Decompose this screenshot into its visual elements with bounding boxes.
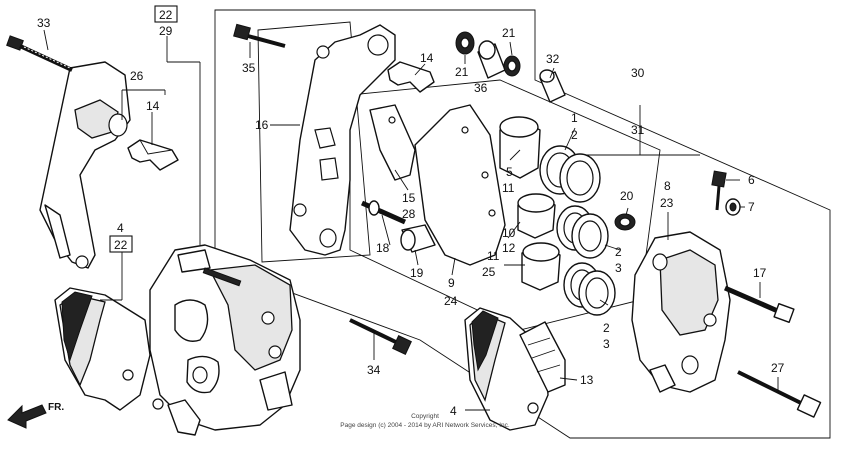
callout-8[interactable]: 8	[664, 179, 671, 193]
callout-25[interactable]: 25	[482, 265, 496, 279]
caliper-bracket-left[interactable]	[39, 61, 131, 269]
callout-12[interactable]: 12	[502, 241, 516, 255]
callout-19[interactable]: 19	[410, 266, 424, 280]
seal-21-b[interactable]	[503, 55, 521, 77]
callout-5[interactable]: 5	[506, 165, 513, 179]
piston-5[interactable]	[499, 116, 541, 179]
callout-4-center[interactable]: 4	[450, 404, 457, 418]
bleeder-valve-6[interactable]	[711, 170, 727, 211]
pin-18[interactable]	[360, 200, 407, 225]
bolt-33[interactable]	[6, 35, 73, 72]
piston-11[interactable]	[521, 242, 561, 291]
seal-2-3-bottom[interactable]	[563, 262, 616, 316]
callout-9[interactable]: 9	[448, 276, 455, 290]
callout-24[interactable]: 24	[444, 294, 458, 308]
callout-29[interactable]: 29	[159, 24, 173, 38]
pad-retainer-9[interactable]	[414, 104, 506, 266]
callout-3-bottom[interactable]: 3	[603, 337, 610, 351]
callout-15[interactable]: 15	[402, 191, 416, 205]
copyright-line2: Page design (c) 2004 - 2014 by ARI Netwo…	[340, 422, 510, 429]
callout-35[interactable]: 35	[242, 61, 256, 75]
copyright-notice: Copyright Page design (c) 2004 - 2014 by…	[340, 413, 510, 429]
callout-box-22-lower	[109, 235, 133, 253]
callout-16[interactable]: 16	[255, 118, 269, 132]
boot-32[interactable]	[539, 69, 566, 103]
caliper-body-right[interactable]	[631, 231, 731, 393]
callout-23[interactable]: 23	[660, 196, 674, 210]
bleeder-cap-7[interactable]	[725, 198, 741, 216]
callout-36[interactable]: 36	[474, 81, 488, 95]
seal-2-3-top[interactable]	[539, 145, 601, 203]
pad-spring-15[interactable]	[369, 104, 416, 181]
pad-shim-13[interactable]	[519, 321, 566, 393]
callout-18[interactable]: 18	[376, 241, 390, 255]
copyright-line1: Copyright	[411, 413, 439, 420]
callout-28[interactable]: 28	[402, 207, 416, 221]
pad-spring-14-center[interactable]	[387, 61, 435, 93]
callout-11-lower[interactable]: 11	[487, 249, 500, 263]
seal-21-a[interactable]	[455, 31, 475, 55]
callout-21-top[interactable]: 21	[502, 26, 516, 40]
callout-14-left[interactable]: 14	[146, 99, 160, 113]
bolt-27[interactable]	[737, 370, 822, 418]
callout-30[interactable]: 30	[631, 66, 645, 80]
seal-2-3-middle[interactable]	[556, 205, 609, 259]
callout-14-center[interactable]: 14	[420, 51, 434, 65]
callout-6[interactable]: 6	[748, 173, 755, 187]
pad-spring-14-left[interactable]	[127, 139, 179, 171]
callout-2-top[interactable]: 2	[571, 128, 578, 142]
group-outline-bracket	[257, 21, 371, 263]
callout-32[interactable]: 32	[546, 52, 560, 66]
pin-19[interactable]	[400, 224, 436, 253]
callout-4-left[interactable]: 4	[117, 221, 124, 235]
callout-2-bottom[interactable]: 2	[603, 321, 610, 335]
bolt-34[interactable]	[349, 318, 412, 355]
bolt-35[interactable]	[233, 23, 286, 48]
caliper-bracket-16[interactable]	[289, 24, 396, 256]
front-arrow-label: FR.	[48, 402, 64, 413]
callout-labels: 33 22 29 26 14 4 22 35 16 14 21 21 36 32…	[37, 5, 785, 418]
callout-21-lower[interactable]: 21	[455, 65, 469, 79]
callout-34[interactable]: 34	[367, 363, 381, 377]
bolt-17[interactable]	[724, 285, 795, 324]
piston-10[interactable]	[517, 193, 556, 239]
callout-20[interactable]: 20	[620, 189, 634, 203]
callout-26[interactable]: 26	[130, 69, 144, 83]
callout-2-middle[interactable]: 2	[615, 245, 622, 259]
front-direction-arrow: FR.	[7, 402, 64, 429]
callout-10[interactable]: 10	[502, 226, 516, 240]
callout-box-22	[154, 5, 178, 23]
callout-22-lower[interactable]: 22	[114, 238, 128, 252]
brake-pad-4-left[interactable]	[54, 287, 164, 411]
callout-17[interactable]: 17	[753, 266, 767, 280]
caliper-body-left[interactable]	[149, 244, 301, 436]
callout-7[interactable]: 7	[748, 200, 755, 214]
callout-22-top[interactable]: 22	[159, 8, 173, 22]
callout-27[interactable]: 27	[771, 361, 785, 375]
callout-13[interactable]: 13	[580, 373, 594, 387]
bushing-36[interactable]	[477, 40, 506, 79]
callout-33[interactable]: 33	[37, 16, 51, 30]
callout-11-top[interactable]: 11	[502, 181, 515, 195]
callout-31[interactable]: 31	[631, 123, 645, 137]
callout-3-middle[interactable]: 3	[615, 261, 622, 275]
callout-1[interactable]: 1	[571, 111, 578, 125]
cap-20[interactable]	[614, 213, 636, 231]
leader-lines	[43, 29, 779, 411]
